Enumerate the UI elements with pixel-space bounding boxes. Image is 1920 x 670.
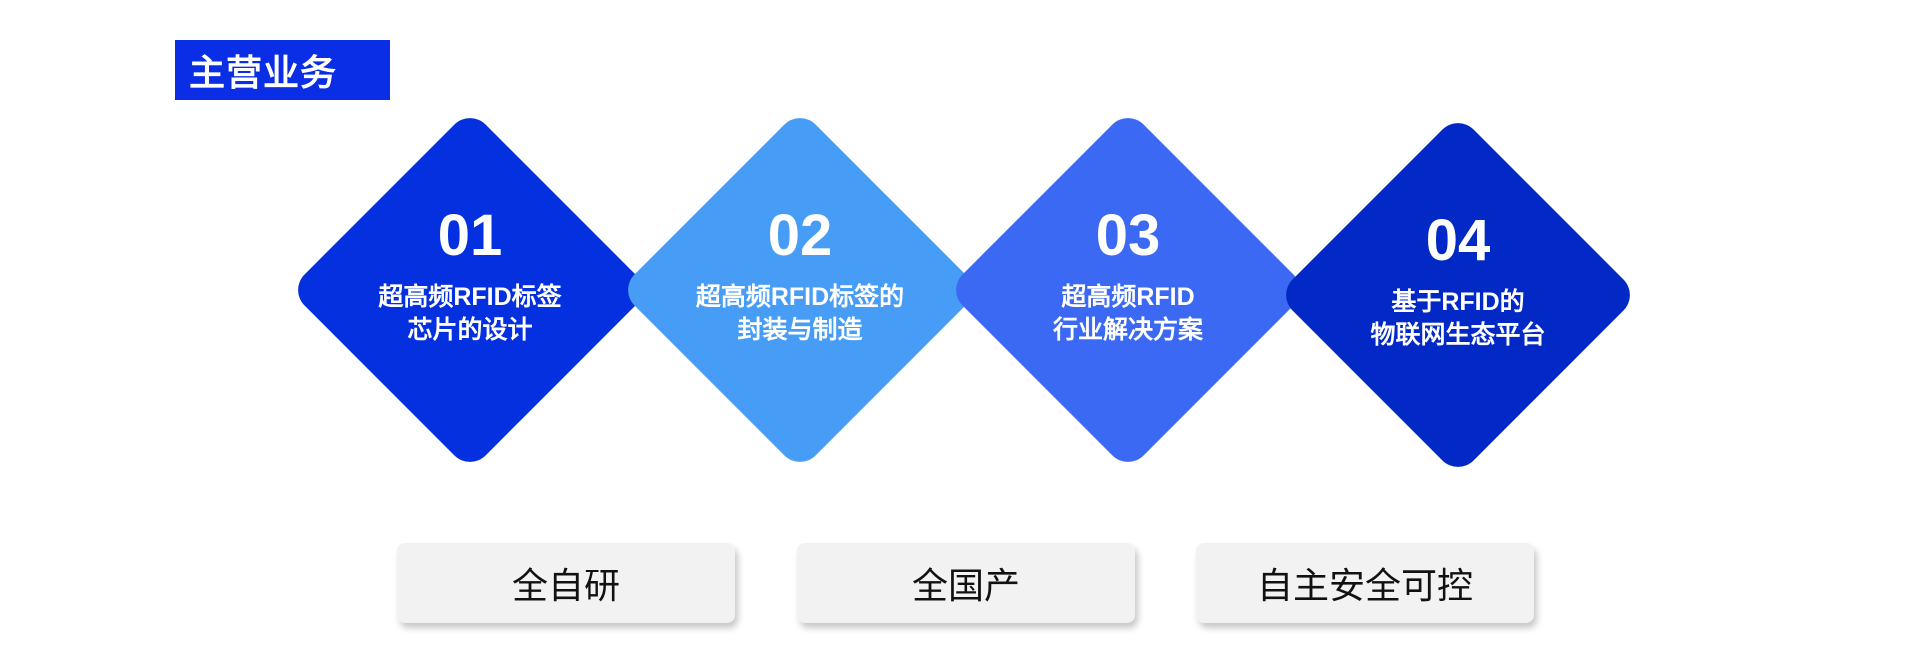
feature-badge: 自主安全可控 [1196, 543, 1534, 623]
business-item-label-line2: 物联网生态平台 [1370, 321, 1546, 349]
business-item-number: 01 [437, 203, 503, 268]
business-item-label-line1: 超高频RFID标签 [378, 283, 562, 311]
business-item-04: 04 基于RFID的 物联网生态平台 [1276, 113, 1640, 477]
feature-badge: 全自研 [397, 543, 735, 623]
business-item-02: 02 超高频RFID标签的 封装与制造 [618, 108, 982, 472]
business-item-label-line1: 超高频RFID标签的 [695, 283, 905, 311]
business-item-label-line1: 基于RFID的 [1391, 288, 1525, 316]
business-item-number: 02 [767, 203, 833, 268]
section-title-banner: 主营业务 [175, 40, 390, 100]
business-item-number: 03 [1095, 203, 1161, 268]
business-item-label-line2: 封装与制造 [737, 316, 863, 344]
page-title: 主营业务 [189, 52, 338, 93]
business-item-01: 01 超高频RFID标签 芯片的设计 [288, 108, 652, 472]
business-item-label-line2: 行业解决方案 [1052, 316, 1203, 344]
business-item-label-line2: 芯片的设计 [407, 316, 533, 344]
business-item-number: 04 [1425, 208, 1491, 273]
feature-badge: 全国产 [797, 543, 1135, 623]
business-item-label-line1: 超高频RFID [1061, 283, 1195, 311]
business-item-03: 03 超高频RFID 行业解决方案 [946, 108, 1310, 472]
